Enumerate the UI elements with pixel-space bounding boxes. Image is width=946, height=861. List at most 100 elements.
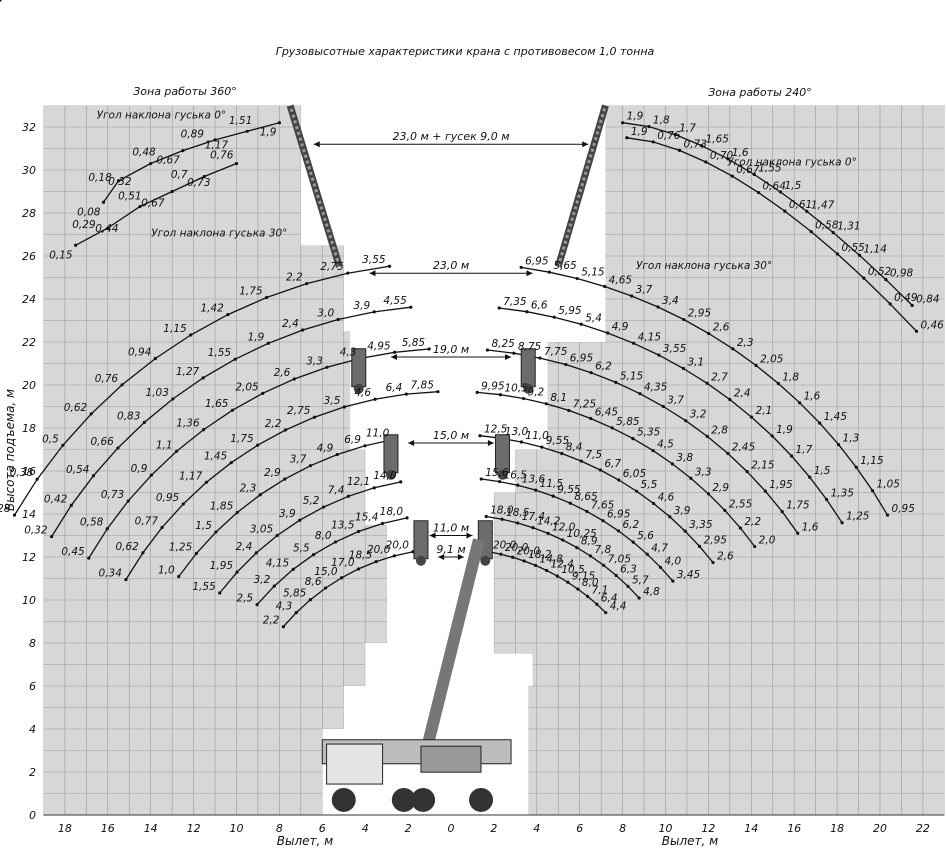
curve-point: [485, 348, 490, 352]
load-value-label: 3,45: [677, 569, 701, 581]
curve-point: [568, 501, 572, 505]
load-value-label: 2,05: [235, 381, 259, 393]
x-tick-label: 16: [101, 822, 115, 835]
jib-load-label: 0,64: [763, 181, 786, 193]
curve-point: [499, 552, 503, 556]
curve-point: [323, 586, 328, 590]
curve-point: [50, 534, 54, 539]
jib-load-label: 0,84: [916, 293, 939, 305]
load-value-label: 1,45: [204, 451, 228, 463]
load-value-label: 2,9: [712, 482, 729, 494]
curve-point: [105, 527, 109, 531]
curve-point: [796, 531, 800, 535]
load-value-label: 0,58: [80, 517, 104, 529]
load-value-label: 6,3: [620, 563, 637, 575]
curve-point: [677, 148, 682, 153]
load-value-label: 1,7: [796, 444, 813, 456]
curve-point: [726, 451, 730, 455]
load-value-label: 11,0: [525, 430, 549, 442]
load-value-label: 7,8: [595, 544, 612, 556]
load-value-label: 5,85: [283, 588, 307, 600]
curve-point: [770, 434, 774, 438]
load-curves: [0, 0, 919, 629]
y-tick-label: 28: [22, 207, 36, 220]
y-tick-label: 20: [22, 379, 36, 392]
load-value-label: 5,5: [641, 479, 658, 491]
load-value-label: 1,25: [169, 541, 193, 553]
curve-point: [697, 544, 702, 548]
curve-point: [560, 451, 564, 456]
y-axis-label: Высота подъема, м: [3, 389, 17, 511]
curve-point: [149, 161, 153, 166]
y-tick-label: 32: [22, 121, 36, 134]
curve-point: [683, 529, 687, 533]
truck-wheel: [411, 787, 436, 812]
curve-point: [116, 446, 120, 450]
load-value-label: 12,5: [484, 424, 508, 436]
x-tick-label: 18: [58, 822, 72, 835]
load-value-label: 4,15: [638, 331, 662, 343]
curve-point: [888, 302, 892, 306]
load-value-label: 7,75: [544, 346, 568, 358]
curve-point: [870, 489, 875, 493]
curve-point: [141, 551, 145, 555]
curve-point: [638, 392, 642, 396]
load-value-label: 4,8: [643, 586, 660, 598]
curve-point: [783, 209, 787, 213]
x-tick-label: 22: [916, 822, 930, 835]
hook-block: [385, 469, 396, 480]
x-tick-label: 14: [144, 822, 158, 835]
curve-point: [218, 591, 222, 595]
curve-point: [521, 396, 526, 401]
y-tick-label: 16: [22, 465, 36, 478]
load-value-label: 5,2: [303, 495, 320, 507]
curve-point: [261, 391, 265, 395]
load-value-label: 0,66: [90, 436, 114, 448]
load-value-label: 4,95: [367, 340, 391, 352]
load-value-label: 0,83: [117, 410, 140, 422]
curve-point: [511, 555, 515, 559]
crane-illustration: [286, 104, 609, 812]
curve-point: [181, 149, 185, 153]
load-value-label: 8,25: [491, 338, 515, 350]
curve-point: [202, 174, 206, 179]
load-value-label: 12,0: [552, 521, 576, 533]
load-value-label: 0,54: [66, 464, 89, 476]
load-value-label: 1,17: [179, 470, 203, 482]
load-value-label: 0,9: [131, 463, 148, 475]
load-value-label: 2,3: [240, 483, 257, 495]
x-tick-label: 14: [744, 822, 758, 835]
curve-point: [595, 602, 599, 606]
load-value-label: 1,55: [208, 347, 232, 359]
load-value-label: 5,4: [585, 312, 602, 324]
curve-point: [809, 230, 813, 234]
load-value-label: 4,6: [658, 491, 675, 503]
curve-point: [621, 121, 625, 125]
load-value-label: 0,94: [128, 346, 151, 358]
curve-point: [475, 390, 479, 394]
x-tick-label: 4: [362, 822, 369, 835]
jib-load-label: 0,55: [841, 242, 865, 254]
load-value-label: 0,76: [95, 373, 119, 385]
curve-point: [682, 317, 686, 322]
load-value-label: 2,2: [286, 272, 303, 284]
load-value-label: 3,2: [690, 409, 707, 421]
y-tick-label: 14: [22, 508, 36, 521]
curve-point: [189, 333, 193, 337]
curve-point: [498, 393, 503, 397]
curve-point: [387, 264, 392, 268]
curve-point: [825, 497, 829, 502]
load-value-label: 2,3: [737, 337, 754, 349]
boom-left-upper-lattice: [288, 105, 341, 268]
load-value-label: 1,95: [769, 479, 793, 491]
load-value-label: 1,1: [156, 439, 173, 451]
curve-point: [292, 377, 296, 381]
load-value-label: 8,75: [518, 341, 542, 353]
curve-point: [862, 276, 866, 280]
load-value-label: 4,55: [383, 295, 407, 307]
curve-point: [126, 499, 130, 503]
load-value-label: 8,65: [574, 491, 598, 503]
jib-load-label: 0,44: [95, 223, 118, 235]
curve-point: [552, 315, 556, 319]
curve-point: [579, 322, 583, 326]
